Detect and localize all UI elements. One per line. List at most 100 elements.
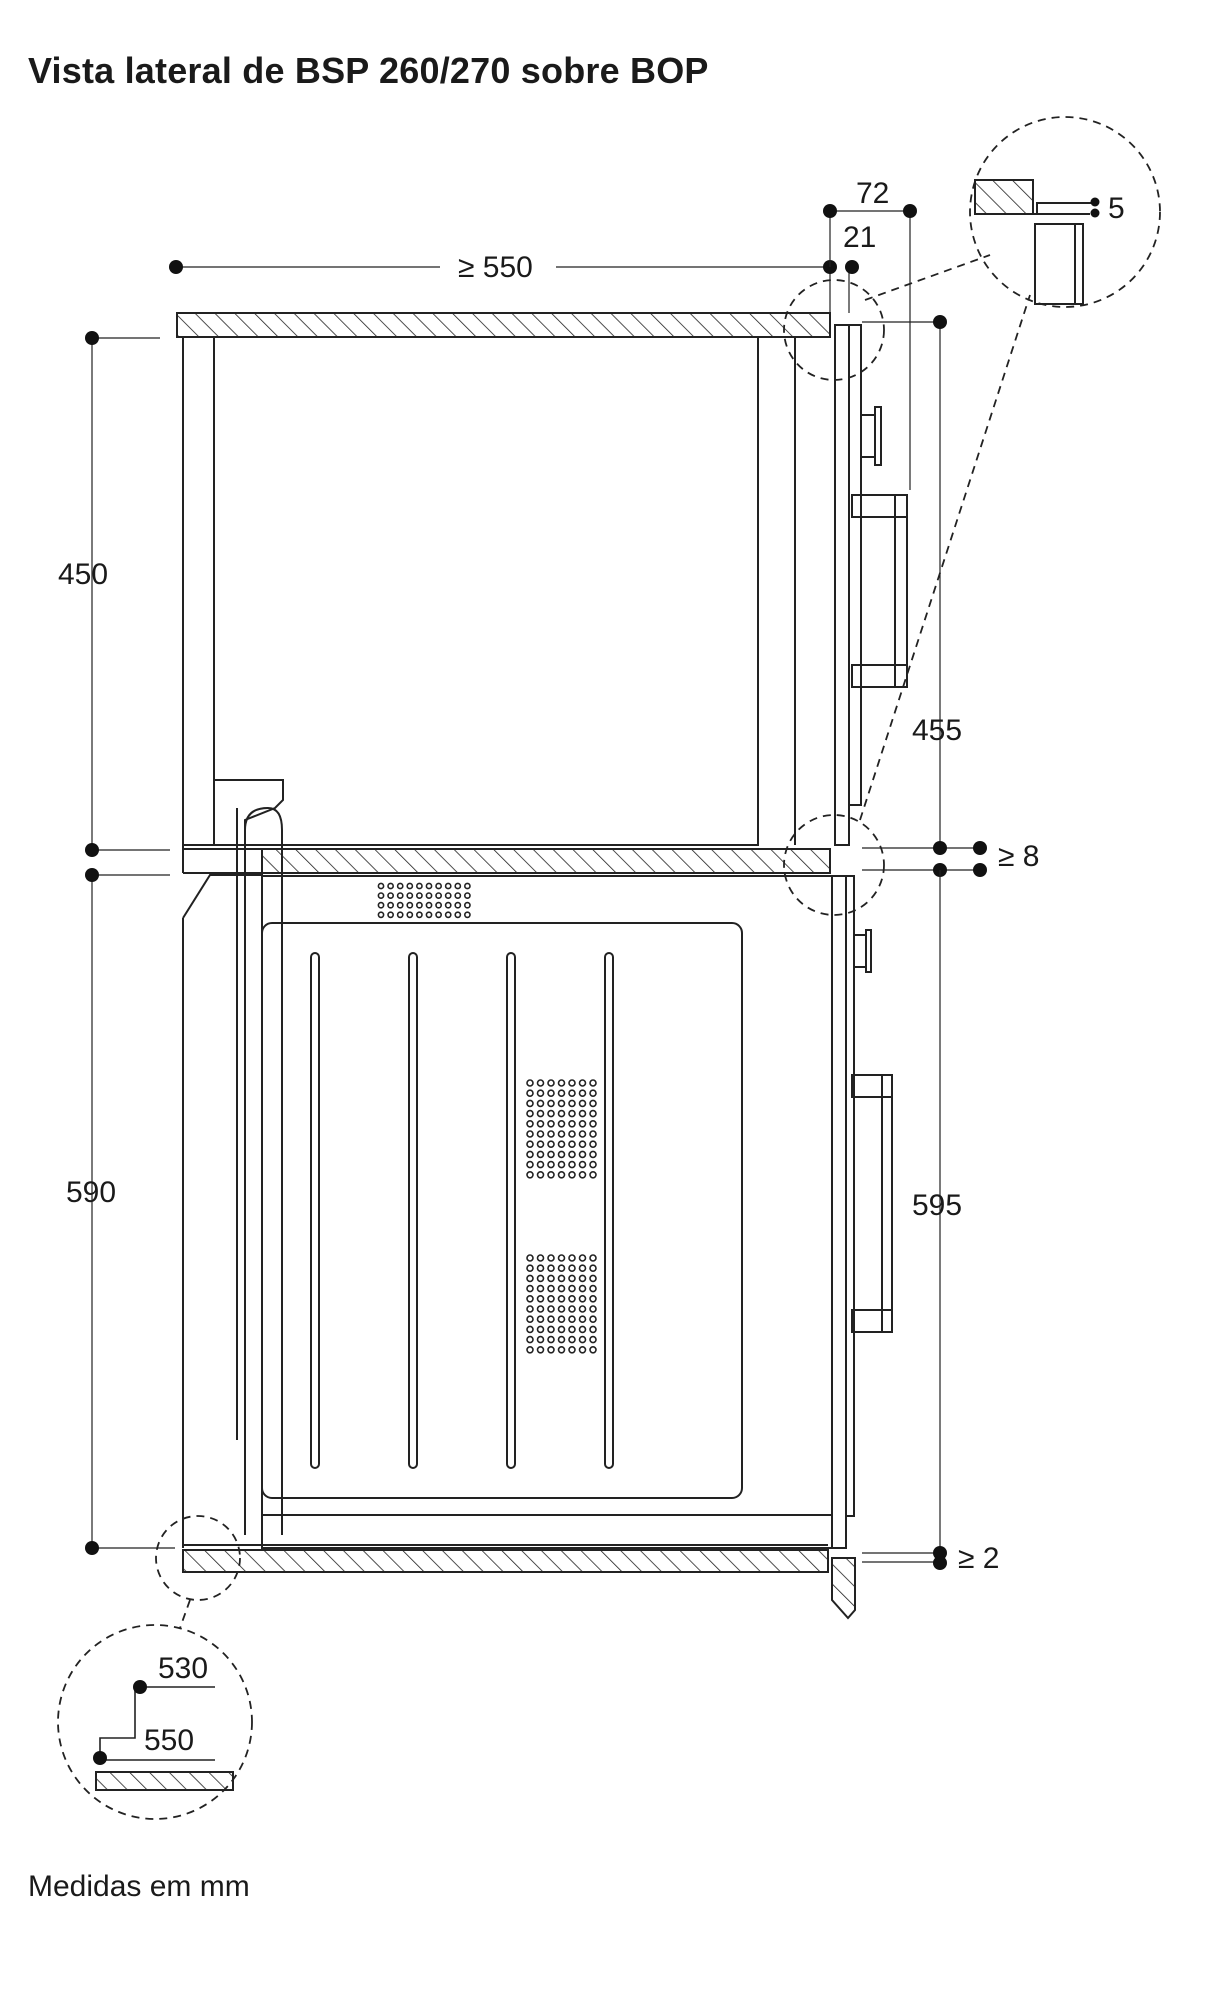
vent-hole <box>377 882 385 890</box>
vent-hole <box>526 1295 534 1303</box>
vent-hole <box>568 1171 576 1179</box>
dim-marker <box>133 1680 147 1694</box>
vent-hole <box>526 1140 534 1148</box>
vent-hole <box>557 1089 566 1097</box>
vent-hole <box>526 1171 534 1179</box>
vent-top <box>377 882 471 919</box>
vent-hole <box>547 1160 555 1169</box>
vent-hole <box>568 1305 576 1313</box>
vent-hole <box>387 892 394 899</box>
vent-hole <box>557 1315 566 1323</box>
vent-hole <box>526 1335 534 1344</box>
vent-hole <box>425 911 433 919</box>
vent-hole <box>526 1264 534 1272</box>
vent-hole <box>425 882 433 890</box>
vent-hole <box>589 1150 597 1159</box>
vent-hole <box>435 892 442 899</box>
vent-hole <box>547 1109 555 1118</box>
dim-455 <box>862 321 980 849</box>
vent-hole <box>557 1171 566 1179</box>
vent-hole <box>526 1089 534 1097</box>
vent-hole <box>557 1254 566 1262</box>
dim-depth-label: ≥ 550 <box>458 251 533 284</box>
dim-450 <box>91 337 170 851</box>
vent-hole <box>589 1079 597 1087</box>
vent-hole <box>547 1335 555 1344</box>
vent-hole <box>557 1346 566 1354</box>
vent-hole <box>526 1284 534 1293</box>
vent-hole <box>444 911 452 919</box>
vent-hole <box>547 1325 555 1334</box>
vent-hole <box>536 1150 545 1159</box>
vent-hole <box>463 911 471 919</box>
vent-hole <box>444 882 452 890</box>
vent-hole <box>578 1274 587 1283</box>
vent-hole <box>547 1099 555 1108</box>
vent-hole <box>578 1254 587 1262</box>
vent-hole <box>578 1120 587 1128</box>
vent-hole <box>547 1150 555 1159</box>
vent-hole <box>526 1346 534 1354</box>
vent-hole <box>454 901 462 909</box>
vent-hole <box>406 882 414 890</box>
dim-marker <box>933 1556 947 1570</box>
vent-hole <box>557 1160 566 1169</box>
bottom-trim <box>831 1557 856 1620</box>
vent-hole <box>568 1160 576 1169</box>
vent-hole <box>568 1079 576 1087</box>
lower-device <box>182 873 893 1549</box>
vent-hole <box>536 1305 545 1313</box>
upper-device <box>182 324 908 846</box>
vent-hole <box>526 1130 534 1138</box>
vent-hole <box>568 1254 576 1262</box>
vent-hole <box>589 1109 597 1118</box>
detail-bottom <box>95 1686 234 1791</box>
vent-hole <box>387 911 394 919</box>
vent-hole <box>557 1274 566 1283</box>
vent-hole <box>557 1264 566 1272</box>
vent-hole <box>557 1130 566 1138</box>
vent-hole <box>589 1099 597 1108</box>
vent-hole <box>536 1315 545 1323</box>
vent-hole <box>387 901 394 909</box>
vent-hole <box>406 911 414 919</box>
vent-hole <box>454 892 462 899</box>
vent-hole <box>568 1325 576 1334</box>
vent-hole <box>589 1089 597 1097</box>
vent-hole <box>415 911 423 919</box>
dim-marker <box>933 315 947 329</box>
vent-hole <box>589 1295 597 1303</box>
footer-note: Medidas em mm <box>28 1870 250 1903</box>
dim-marker <box>933 1546 947 1560</box>
dim-450-label: 450 <box>58 558 108 591</box>
vent-hole <box>568 1099 576 1108</box>
vent-hole <box>415 901 423 909</box>
vent-hole <box>526 1254 534 1262</box>
vent-hole <box>578 1079 587 1087</box>
vent-hole <box>435 901 442 909</box>
vent-hole <box>396 892 404 899</box>
vent-hole <box>557 1079 566 1087</box>
vent-hole <box>547 1171 555 1179</box>
vent-hole <box>568 1120 576 1128</box>
vent-hole <box>557 1305 566 1313</box>
dim-marker <box>85 868 99 882</box>
vent-hole <box>557 1284 566 1293</box>
top-board <box>176 312 831 338</box>
dim-marker <box>933 841 947 855</box>
dim-marker <box>903 204 917 218</box>
middle-board <box>261 848 831 874</box>
vent-hole <box>526 1274 534 1283</box>
vent-hole <box>578 1140 587 1148</box>
vent-hole <box>396 882 404 890</box>
vent-hole <box>578 1160 587 1169</box>
dim-595-label: 595 <box>912 1189 962 1222</box>
vent-hole <box>589 1325 597 1334</box>
vent-hole <box>578 1109 587 1118</box>
vent-hole <box>568 1315 576 1323</box>
vent-hole <box>547 1295 555 1303</box>
vent-hole <box>536 1254 545 1262</box>
vent-fan-lower <box>526 1254 597 1354</box>
vent-hole <box>589 1315 597 1323</box>
dim-gap-2-label: ≥ 2 <box>958 1542 999 1575</box>
